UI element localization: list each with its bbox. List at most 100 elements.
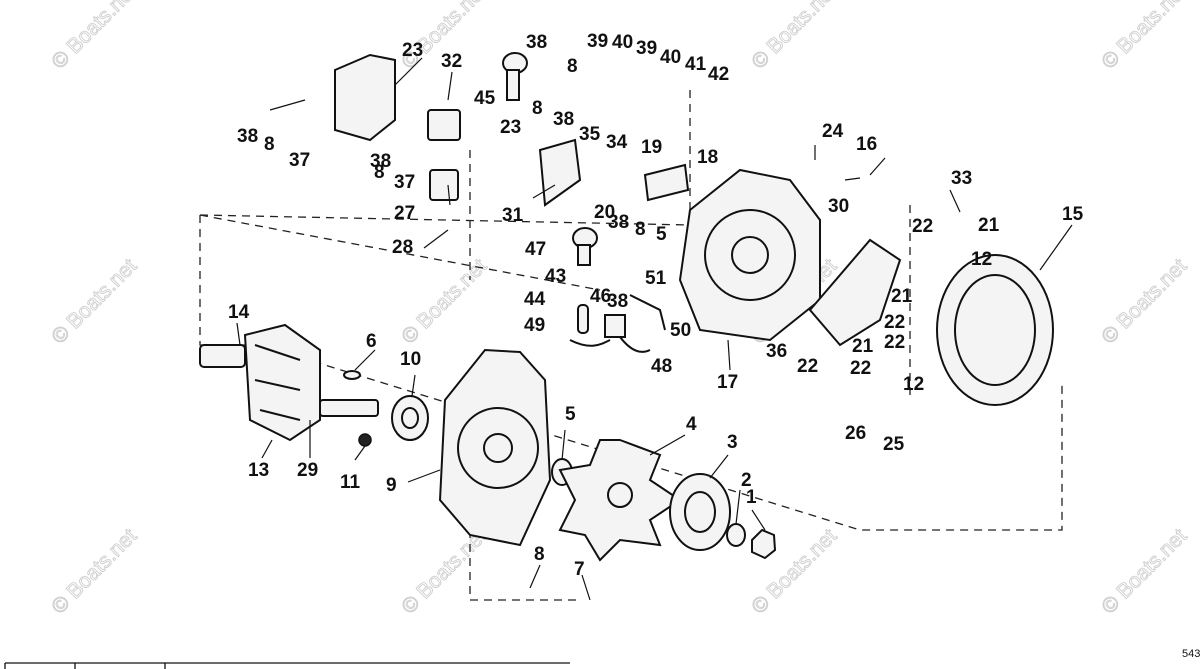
leader-lines bbox=[236, 57, 1073, 601]
terminal-45 bbox=[502, 52, 528, 101]
callout: 34 bbox=[606, 132, 628, 153]
rotor-assembly bbox=[199, 323, 379, 442]
lockwasher-2 bbox=[726, 523, 746, 547]
callout-layer: 1 2 3 4 5 5 6 7 8 8 8 8 8 8 9 10 11 12 1… bbox=[228, 31, 1084, 580]
callout: 28 bbox=[392, 237, 413, 258]
callout: 32 bbox=[441, 51, 462, 72]
condenser-49 bbox=[569, 314, 651, 353]
regulator bbox=[429, 169, 459, 201]
callout: 24 bbox=[822, 121, 844, 142]
callout: 16 bbox=[856, 134, 877, 155]
rear-cover bbox=[936, 254, 1054, 406]
callout: 6 bbox=[366, 331, 377, 352]
bracket-18 bbox=[643, 163, 690, 202]
callout: 36 bbox=[766, 341, 787, 362]
callout: 42 bbox=[708, 64, 729, 85]
watermark: © Boats.net bbox=[1097, 0, 1191, 74]
diagram-code: 543 bbox=[1182, 648, 1200, 660]
callout: 38 bbox=[370, 151, 391, 172]
callout: 12 bbox=[903, 374, 924, 395]
watermark: © Boats.net bbox=[47, 524, 141, 618]
callout: 21 bbox=[978, 215, 1000, 236]
drive-end-frame bbox=[438, 348, 552, 547]
callout: 29 bbox=[297, 460, 318, 481]
callout: 40 bbox=[612, 32, 633, 53]
terminal-plate-31 bbox=[538, 138, 582, 207]
callout: 7 bbox=[574, 559, 585, 580]
brush-holder bbox=[427, 109, 461, 141]
callout: 26 bbox=[845, 423, 866, 444]
watermark: © Boats.net bbox=[1097, 254, 1191, 348]
callout: 37 bbox=[394, 172, 415, 193]
callout: 46 bbox=[590, 286, 611, 307]
slip-ring-end-frame bbox=[678, 168, 821, 342]
watermark: © Boats.net bbox=[397, 524, 491, 618]
callout: 5 bbox=[565, 404, 576, 425]
watermark: © Boats.net bbox=[397, 254, 491, 348]
callout: 12 bbox=[971, 249, 992, 270]
callout: 2 bbox=[741, 470, 752, 491]
callout: 33 bbox=[951, 168, 972, 189]
callout: 38 bbox=[553, 109, 574, 130]
callout: 18 bbox=[697, 147, 718, 168]
assembly-guide-lines bbox=[199, 90, 1063, 601]
callout: 14 bbox=[228, 302, 250, 323]
screw-11 bbox=[358, 433, 372, 447]
sleeve-44 bbox=[577, 304, 589, 334]
callout: 40 bbox=[660, 47, 681, 68]
callout: 22 bbox=[884, 332, 905, 353]
callout: 3 bbox=[727, 432, 738, 453]
callout: 38 bbox=[608, 212, 629, 233]
watermark: © Boats.net bbox=[47, 254, 141, 348]
callout: 49 bbox=[524, 315, 545, 336]
callout: 31 bbox=[502, 205, 524, 226]
callout: 25 bbox=[883, 434, 905, 455]
callout: 21 bbox=[852, 336, 874, 357]
watermark: © Boats.net bbox=[1097, 524, 1191, 618]
clip-50 bbox=[629, 294, 666, 331]
bearing bbox=[391, 395, 429, 441]
callout: 38 bbox=[237, 126, 258, 147]
bottom-table-edge bbox=[4, 662, 570, 669]
callout: 8 bbox=[534, 544, 545, 565]
callout: 44 bbox=[524, 289, 546, 310]
callout: 22 bbox=[884, 312, 905, 333]
callout: 17 bbox=[717, 372, 738, 393]
fan bbox=[558, 439, 682, 562]
callout: 11 bbox=[340, 472, 361, 493]
watermark: © Boats.net bbox=[747, 0, 841, 74]
callout: 47 bbox=[525, 239, 546, 260]
callout: 41 bbox=[685, 54, 707, 75]
callout: 48 bbox=[651, 356, 672, 377]
callout: 51 bbox=[645, 268, 667, 289]
callout: 30 bbox=[828, 196, 849, 217]
callout: 22 bbox=[850, 358, 871, 379]
callout: 22 bbox=[797, 356, 818, 377]
callout: 20 bbox=[594, 202, 615, 223]
rectifier-bridge bbox=[808, 238, 902, 347]
callout: 43 bbox=[545, 266, 566, 287]
callout: 1 bbox=[746, 487, 757, 508]
callout: 50 bbox=[670, 320, 691, 341]
callout: 8 bbox=[635, 219, 646, 240]
stator bbox=[334, 53, 396, 142]
callout: 13 bbox=[248, 460, 269, 481]
callout: 38 bbox=[607, 291, 628, 312]
watermark: © Boats.net bbox=[47, 0, 141, 74]
callout: 27 bbox=[394, 203, 415, 224]
callout: 5 bbox=[656, 224, 667, 245]
nut-1 bbox=[751, 528, 777, 560]
callout: 21 bbox=[891, 286, 913, 307]
callout: 10 bbox=[400, 349, 421, 370]
callout: 8 bbox=[532, 98, 543, 119]
callout: 39 bbox=[587, 31, 608, 52]
callout: 9 bbox=[386, 475, 397, 496]
callout: 37 bbox=[289, 150, 310, 171]
pulley bbox=[669, 473, 731, 551]
callout: 22 bbox=[912, 216, 933, 237]
callout: 35 bbox=[579, 124, 601, 145]
callout: 23 bbox=[402, 40, 423, 61]
callout: 23 bbox=[500, 117, 521, 138]
terminal-47 bbox=[572, 227, 598, 266]
